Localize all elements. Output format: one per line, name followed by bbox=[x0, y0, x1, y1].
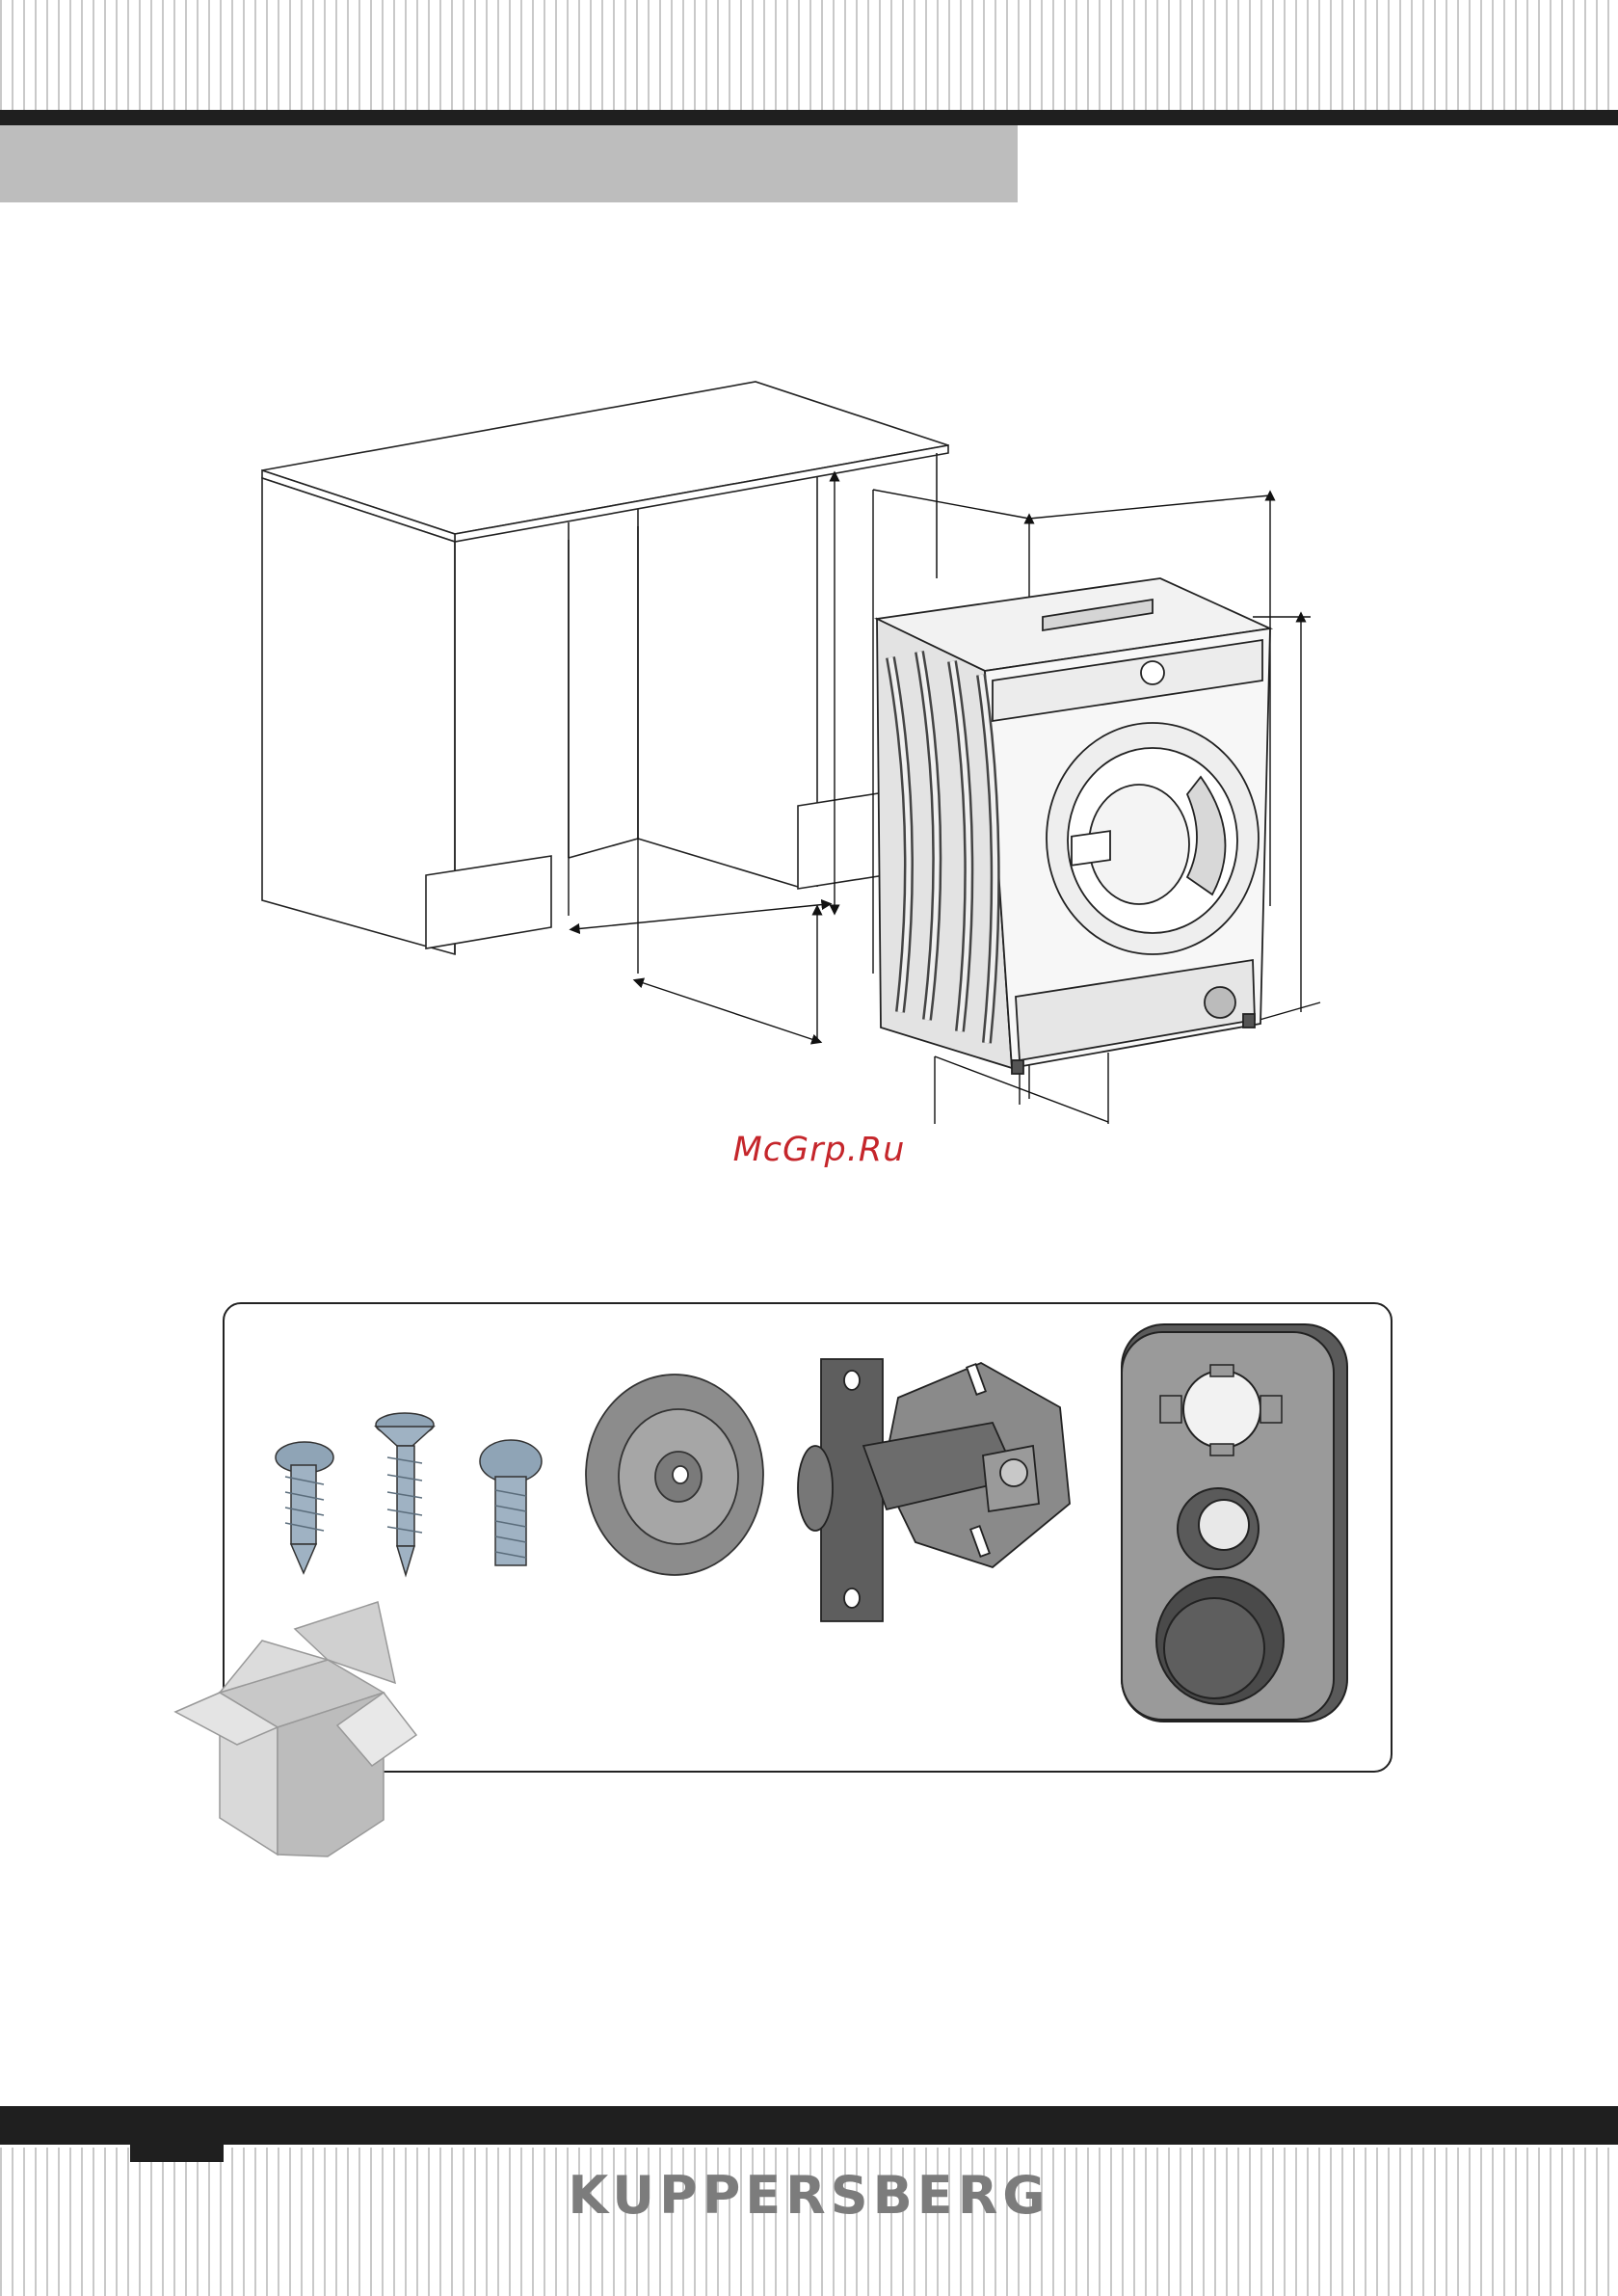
brand-logo: KUPPERSBERG bbox=[0, 2157, 1618, 2234]
plastic-disc-icon bbox=[586, 1375, 763, 1575]
hole-cover-plate-icon bbox=[1122, 1324, 1347, 1722]
bottom-black-bar bbox=[0, 2106, 1618, 2145]
